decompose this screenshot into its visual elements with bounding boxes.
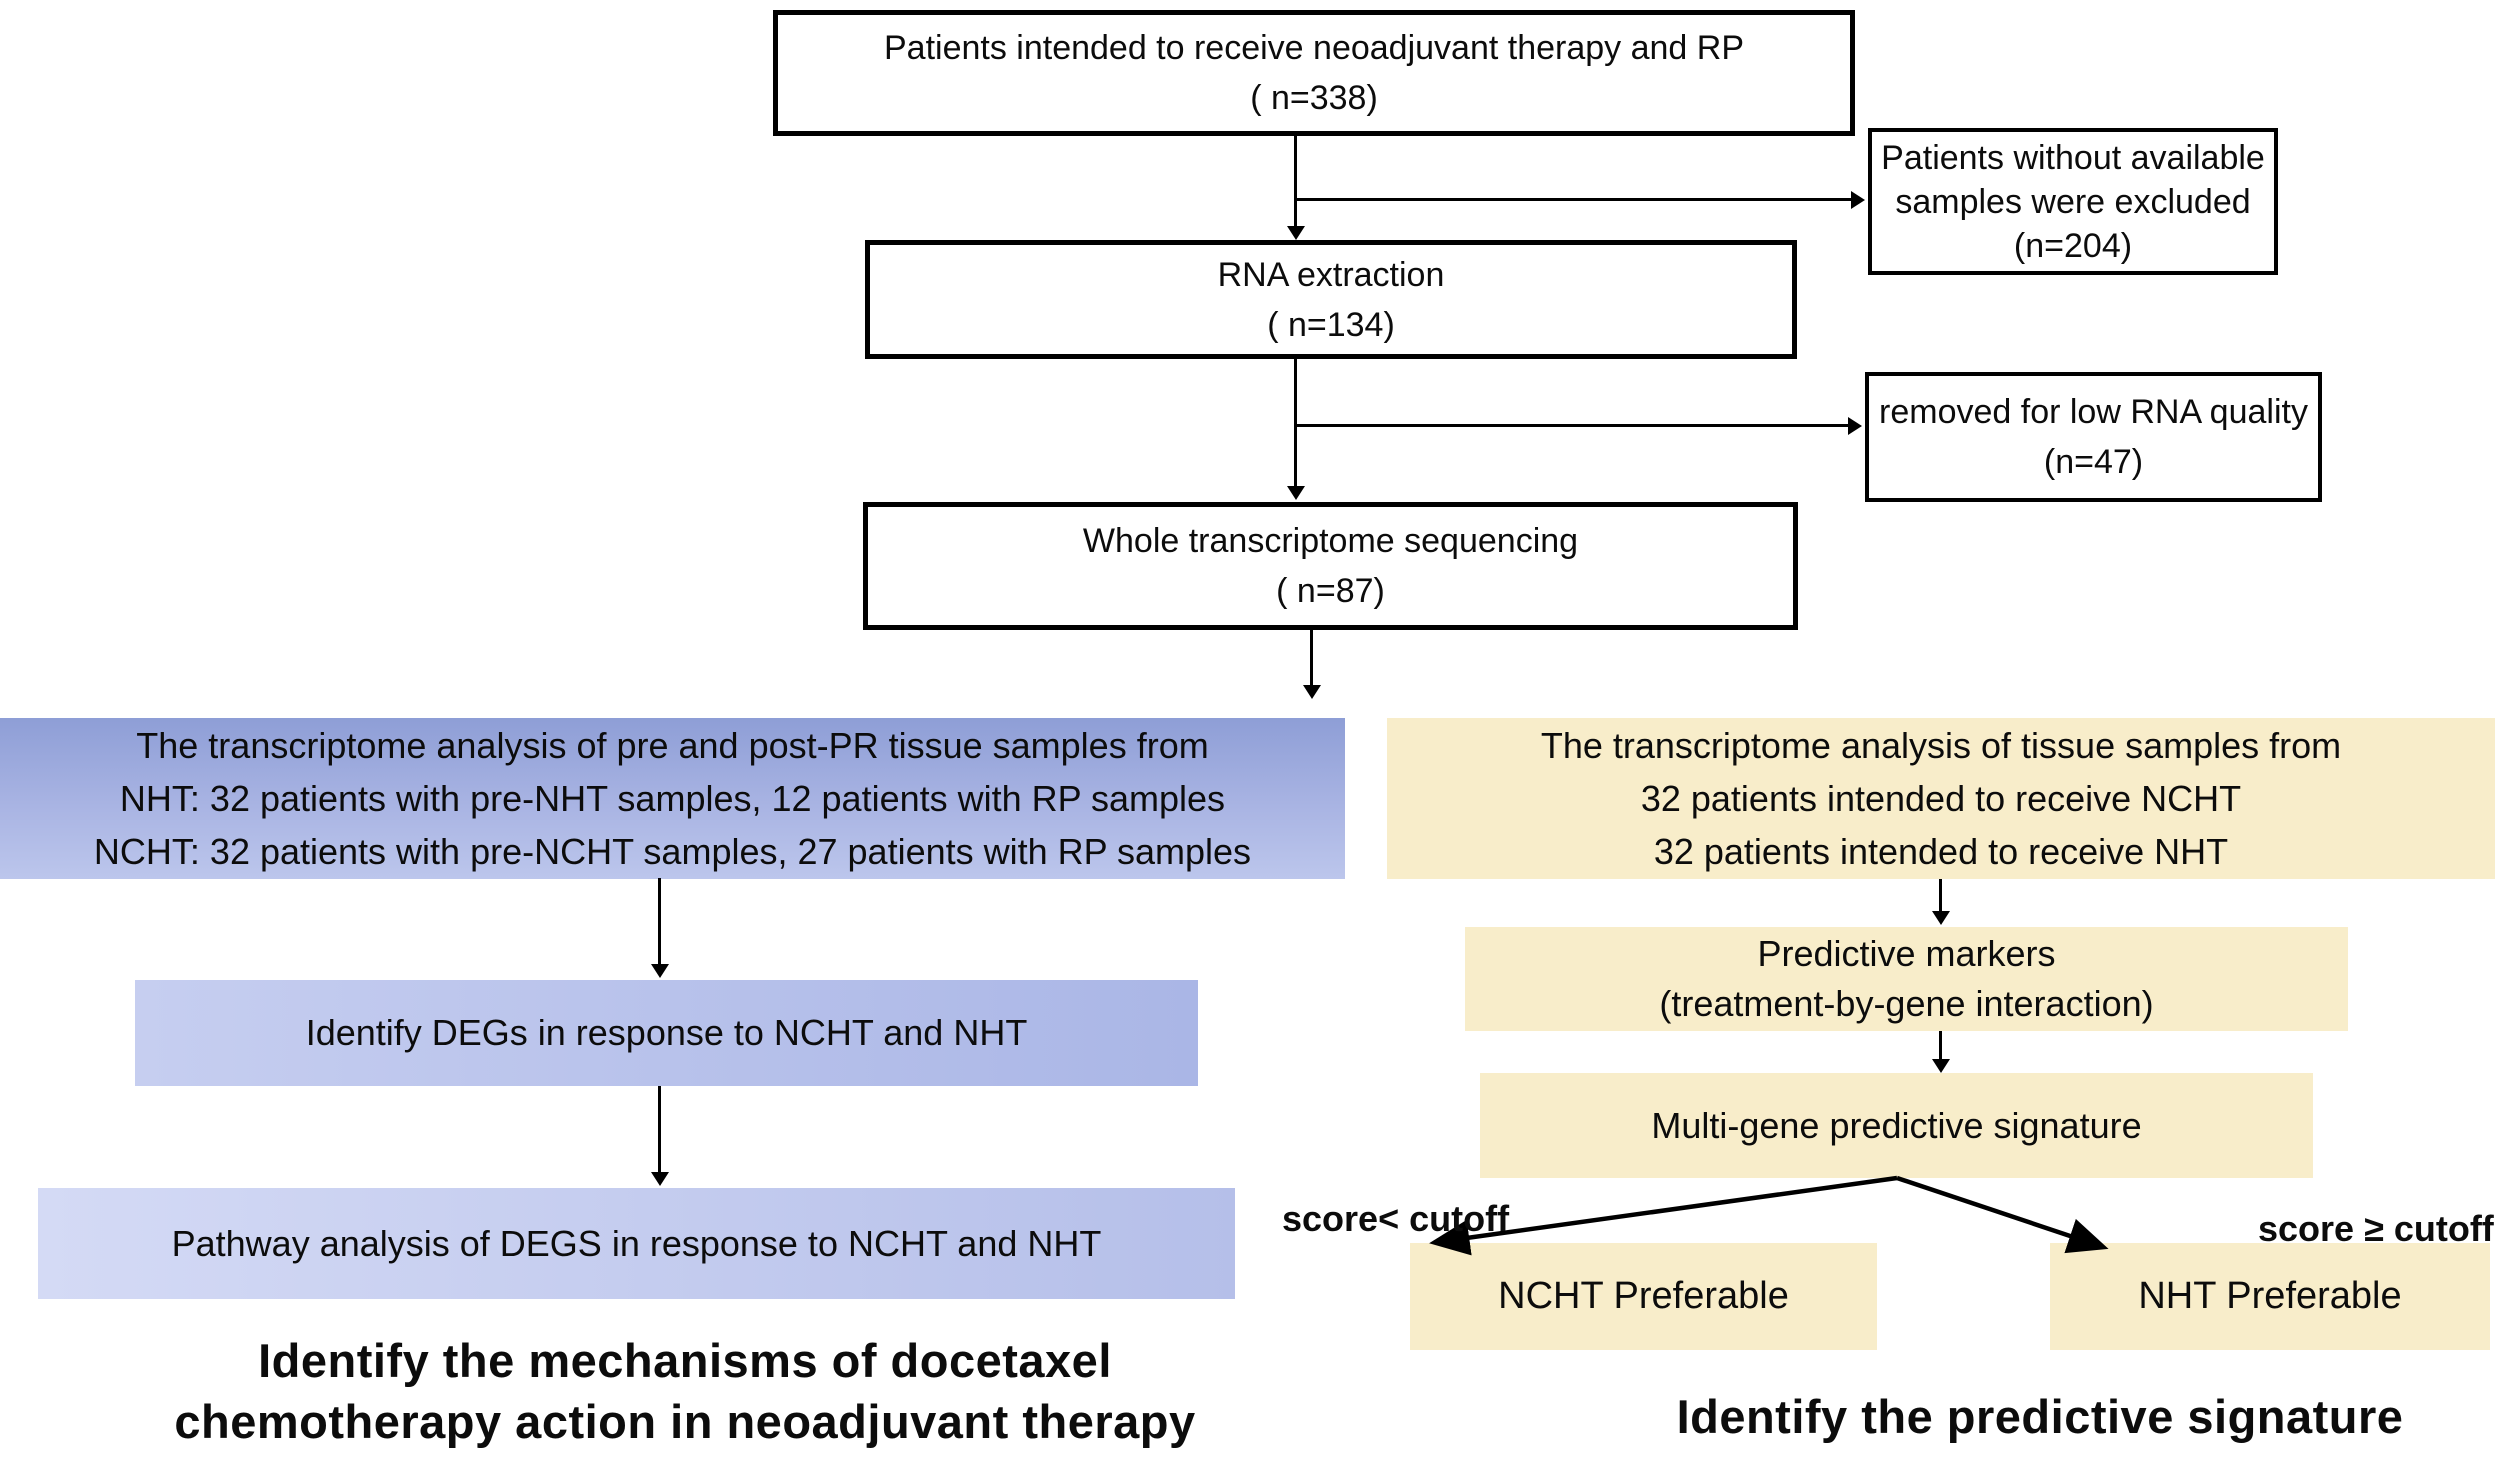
node-excluded: Patients without available samples were …: [1868, 128, 2278, 275]
arrow-to-low-quality: [1295, 416, 1862, 435]
title-signature-aim: Identify the predictive signature: [1676, 1390, 2404, 1443]
node-intake-count: ( n=338): [1250, 79, 1378, 117]
node-lowq-count: (n=47): [2043, 443, 2144, 481]
node-identify-degs: Identify DEGs in response to NCHT and NH…: [135, 980, 1198, 1086]
node-mech-line3: NCHT: 32 patients with pre-NCHT samples,…: [93, 831, 1252, 872]
label-score-below-cutoff: score< cutoff: [1282, 1198, 1510, 1239]
arrow-degs-to-pathway: [650, 1086, 669, 1186]
node-ncht-line1: NCHT Preferable: [1498, 1275, 1789, 1317]
node-signature-line1: Multi-gene predictive signature: [1651, 1104, 2142, 1146]
label-score-above-cutoff: score ≥ cutoff: [2258, 1208, 2494, 1249]
node-intake-line1: Patients intended to receive neoadjuvant…: [883, 29, 1745, 67]
node-rna-count: ( n=134): [1267, 305, 1395, 344]
node-low-quality-removed: removed for low RNA quality (n=47): [1865, 372, 2322, 502]
node-ncht-preferable: NCHT Preferable: [1410, 1243, 1877, 1350]
node-nht-line1: NHT Preferable: [2138, 1275, 2402, 1317]
node-seq-line1: Whole transcriptome sequencing: [1082, 522, 1579, 560]
arrow-rna-to-sequencing: [1286, 358, 1305, 500]
node-nht-preferable: NHT Preferable: [2050, 1243, 2490, 1350]
node-sequencing: Whole transcriptome sequencing ( n=87): [863, 502, 1798, 630]
node-mech-line2: NHT: 32 patients with pre-NHT samples, 1…: [119, 778, 1226, 819]
arrow-signature-split: [1429, 1175, 2109, 1256]
node-intake: Patients intended to receive neoadjuvant…: [773, 10, 1855, 136]
node-pred-line3: 32 patients intended to receive NHT: [1653, 831, 2229, 872]
node-excluded-line2: samples were excluded: [1895, 182, 2251, 221]
arrow-sequencing-down: [1302, 630, 1321, 699]
node-rna-extraction: RNA extraction ( n=134): [865, 240, 1797, 359]
node-mech-line1: The transcriptome analysis of pre and po…: [136, 725, 1209, 766]
arrow-mechanism-to-degs: [650, 878, 669, 978]
node-excluded-count: (n=204): [2013, 226, 2133, 265]
node-seq-count: ( n=87): [1276, 572, 1385, 610]
node-mechanism-analysis: The transcriptome analysis of pre and po…: [0, 718, 1345, 879]
title-mechanism-line2: chemotherapy action in neoadjuvant thera…: [174, 1395, 1196, 1448]
node-pathway-analysis: Pathway analysis of DEGS in response to …: [38, 1188, 1235, 1299]
node-markers-line1: Predictive markers: [1757, 933, 2056, 974]
title-mechanism-line1: Identify the mechanisms of docetaxel: [258, 1334, 1112, 1387]
node-predictive-markers: Predictive markers (treatment-by-gene in…: [1465, 927, 2348, 1031]
node-predictive-analysis: The transcriptome analysis of tissue sam…: [1387, 718, 2495, 879]
arrow-markers-to-signature: [1931, 1031, 1950, 1073]
title-mechanism-aim: Identify the mechanisms of docetaxel che…: [60, 1330, 1310, 1452]
node-degs-line1: Identify DEGs in response to NCHT and NH…: [305, 1012, 1028, 1053]
node-pred-line1: The transcriptome analysis of tissue sam…: [1540, 725, 2342, 766]
arrow-to-excluded: [1295, 190, 1865, 209]
node-multigene-signature: Multi-gene predictive signature: [1480, 1073, 2313, 1178]
node-excluded-line1: Patients without available: [1881, 138, 2265, 177]
arrow-intake-to-rna: [1286, 135, 1305, 240]
arrow-analysis-to-markers: [1931, 879, 1950, 925]
node-rna-line1: RNA extraction: [1217, 255, 1445, 294]
node-lowq-line1: removed for low RNA quality: [1879, 393, 2308, 431]
node-pred-line2: 32 patients intended to receive NCHT: [1640, 778, 2242, 819]
node-pathway-line1: Pathway analysis of DEGS in response to …: [171, 1222, 1102, 1264]
node-markers-line2: (treatment-by-gene interaction): [1659, 983, 2154, 1024]
